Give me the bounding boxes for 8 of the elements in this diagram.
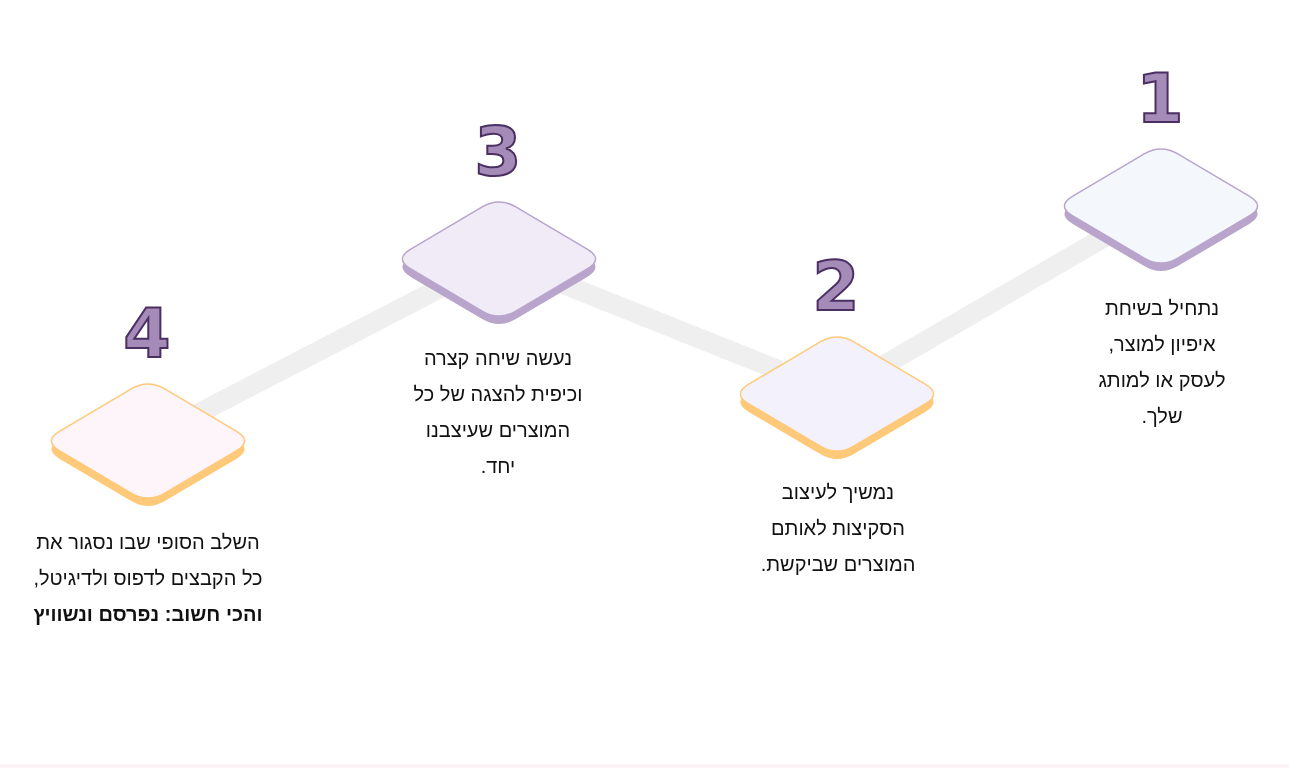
step-number: 1 [1136,59,1184,139]
step-description: נמשיך לעיצוב הסקיצות לאותם המוצרים שביקשת. [759,480,917,577]
step-description: נתחיל בשיחת איפיון למוצר, לעסק או למותג שלך. [1097,296,1227,429]
step-description: השלב הסופי שבו נסגור את כל הקבצים לדפוס ולדיגיטל, והכי חשוב: נפרסם ונשוויץ [32,530,264,627]
step-number: 3 [474,112,522,192]
step-number: 2 [812,247,860,327]
step-description: נעשה שיחה קצרה וכיפית להצגה של כל המוצרים שעיצבנו יחד. [413,346,583,479]
step-number: 4 [123,294,171,374]
